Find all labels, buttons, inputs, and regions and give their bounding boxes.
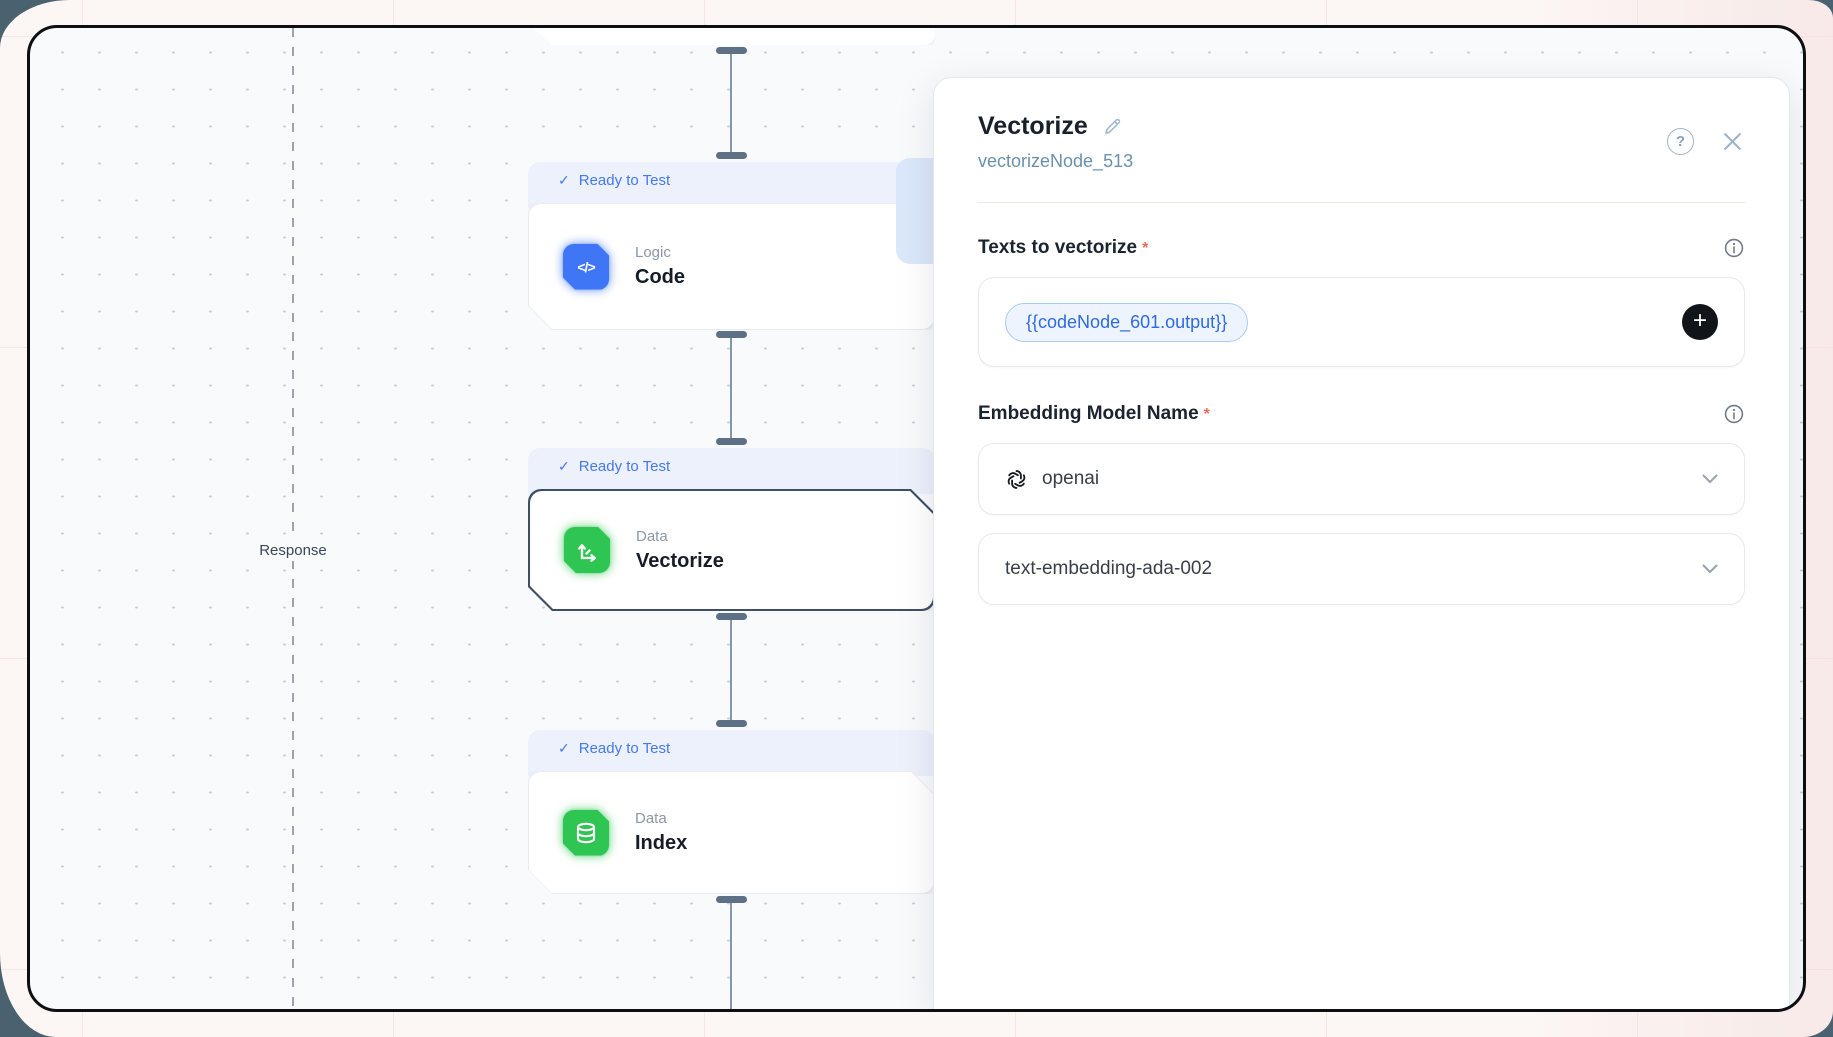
help-icon[interactable]: ? (1667, 128, 1694, 155)
connector-wire (730, 52, 732, 154)
field-label: Texts to vectorize (978, 237, 1138, 258)
connector-wire (730, 618, 732, 722)
response-lane-label: Response (253, 540, 333, 561)
status-badge: ✓ Ready to Test (528, 162, 935, 208)
occluded-node-badge (896, 158, 936, 264)
workflow-canvas[interactable]: Response ✓ Ready to Test </> (27, 25, 1806, 1012)
status-badge-label: Ready to Test (578, 740, 671, 757)
node-card-selected[interactable]: Data Vectorize (528, 489, 935, 611)
provider-value: openai (1042, 468, 1100, 489)
node-name: Code (635, 266, 685, 288)
node-category: Data (636, 527, 668, 545)
check-icon: ✓ (558, 740, 570, 756)
output-port[interactable] (716, 613, 747, 620)
panel-divider (978, 202, 1745, 203)
required-marker: * (1203, 406, 1210, 423)
info-icon[interactable] (1723, 237, 1745, 259)
input-port[interactable] (716, 152, 747, 159)
node-code[interactable]: ✓ Ready to Test </> Logic Code (528, 162, 935, 330)
provider-select[interactable]: openai (978, 443, 1745, 515)
node-card[interactable]: </> Logic Code (528, 203, 935, 330)
texts-to-vectorize-field: Texts to vectorize* {{codeNode_601.outpu… (978, 237, 1745, 367)
output-port[interactable] (716, 331, 747, 338)
field-label: Embedding Model Name (978, 403, 1199, 424)
variable-token[interactable]: {{codeNode_601.output}} (1005, 302, 1249, 342)
model-value: text-embedding-ada-002 (1005, 558, 1213, 579)
model-select[interactable]: text-embedding-ada-002 (978, 533, 1745, 605)
status-badge: ✓ Ready to Test (528, 448, 935, 494)
check-icon: ✓ (558, 458, 570, 474)
close-icon[interactable] (1722, 131, 1743, 152)
code-icon: </> (563, 244, 609, 290)
database-icon (563, 810, 609, 856)
chevron-down-icon (1702, 564, 1718, 574)
node-card[interactable]: Data Index (528, 771, 935, 894)
node-card-cutoff[interactable] (528, 25, 935, 45)
embedding-model-field: Embedding Model Name* (978, 403, 1745, 605)
output-port[interactable] (716, 896, 747, 903)
node-name: Vectorize (636, 549, 724, 572)
node-index[interactable]: ✓ Ready to Test D (528, 730, 935, 894)
input-port[interactable] (716, 720, 747, 727)
panel-title: Vectorize (978, 112, 1088, 140)
openai-logo-icon (1005, 468, 1028, 491)
vectorize-icon (564, 527, 610, 573)
status-badge-label: Ready to Test (578, 172, 671, 189)
texts-to-vectorize-input[interactable]: {{codeNode_601.output}} + (978, 277, 1745, 367)
node-name: Index (635, 832, 688, 854)
panel-header: Vectorize vectorizeNode_513 ? (978, 112, 1745, 172)
edit-icon[interactable] (1102, 116, 1123, 137)
connector-wire (730, 336, 732, 440)
node-config-panel: Vectorize vectorizeNode_513 ? (933, 77, 1790, 1009)
add-variable-button[interactable]: + (1682, 304, 1718, 340)
required-marker: * (1142, 240, 1149, 257)
chevron-down-icon (1702, 474, 1718, 484)
status-badge: ✓ Ready to Test (528, 730, 935, 776)
status-badge-label: Ready to Test (578, 458, 671, 475)
node-category: Logic (635, 244, 671, 261)
check-icon: ✓ (558, 172, 570, 188)
input-port[interactable] (716, 438, 747, 445)
node-vectorize[interactable]: ✓ Ready to Test D (528, 448, 935, 611)
node-category: Data (635, 810, 667, 827)
info-icon[interactable] (1723, 403, 1745, 425)
connector-wire (730, 901, 732, 1009)
response-lane-divider (292, 28, 294, 1009)
output-port[interactable] (716, 47, 747, 54)
node-id: vectorizeNode_513 (978, 151, 1134, 171)
